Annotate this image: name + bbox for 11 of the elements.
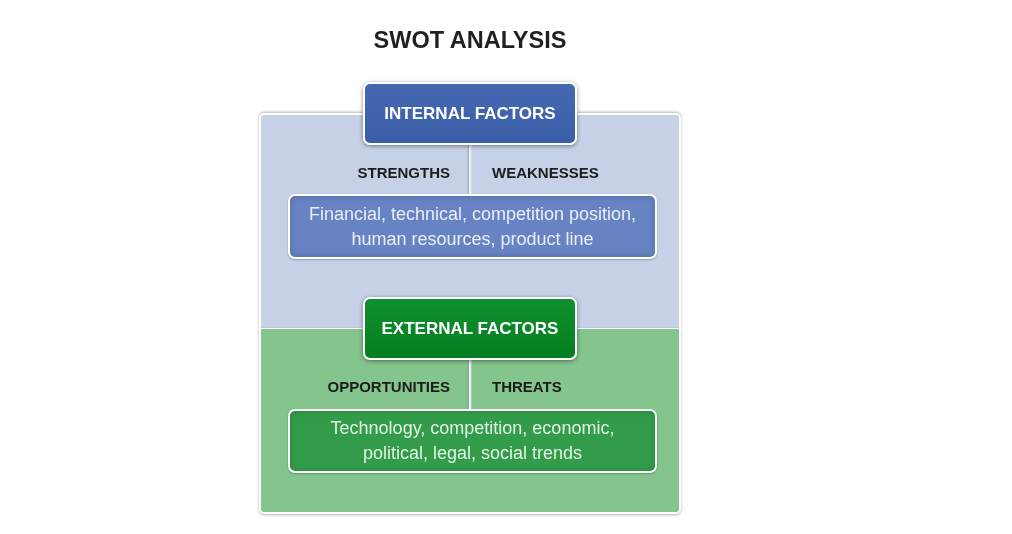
header-box: INTERNAL FACTORS <box>363 82 577 145</box>
header-box: EXTERNAL FACTORS <box>363 297 577 360</box>
content-box: Financial, technical, competition position, human resources, product line <box>288 194 657 259</box>
section-label: WEAKNESSES <box>492 164 599 182</box>
section-label: OPPORTUNITIES <box>327 378 450 396</box>
connector-line <box>468 360 472 409</box>
section-label: STRENGTHS <box>357 164 450 182</box>
connector-line <box>468 145 472 194</box>
section-label: THREATS <box>492 378 562 396</box>
diagram-title: SWOT ANALYSIS <box>373 26 567 54</box>
content-box: Technology, competition, economic, political, legal, social trends <box>288 409 657 473</box>
